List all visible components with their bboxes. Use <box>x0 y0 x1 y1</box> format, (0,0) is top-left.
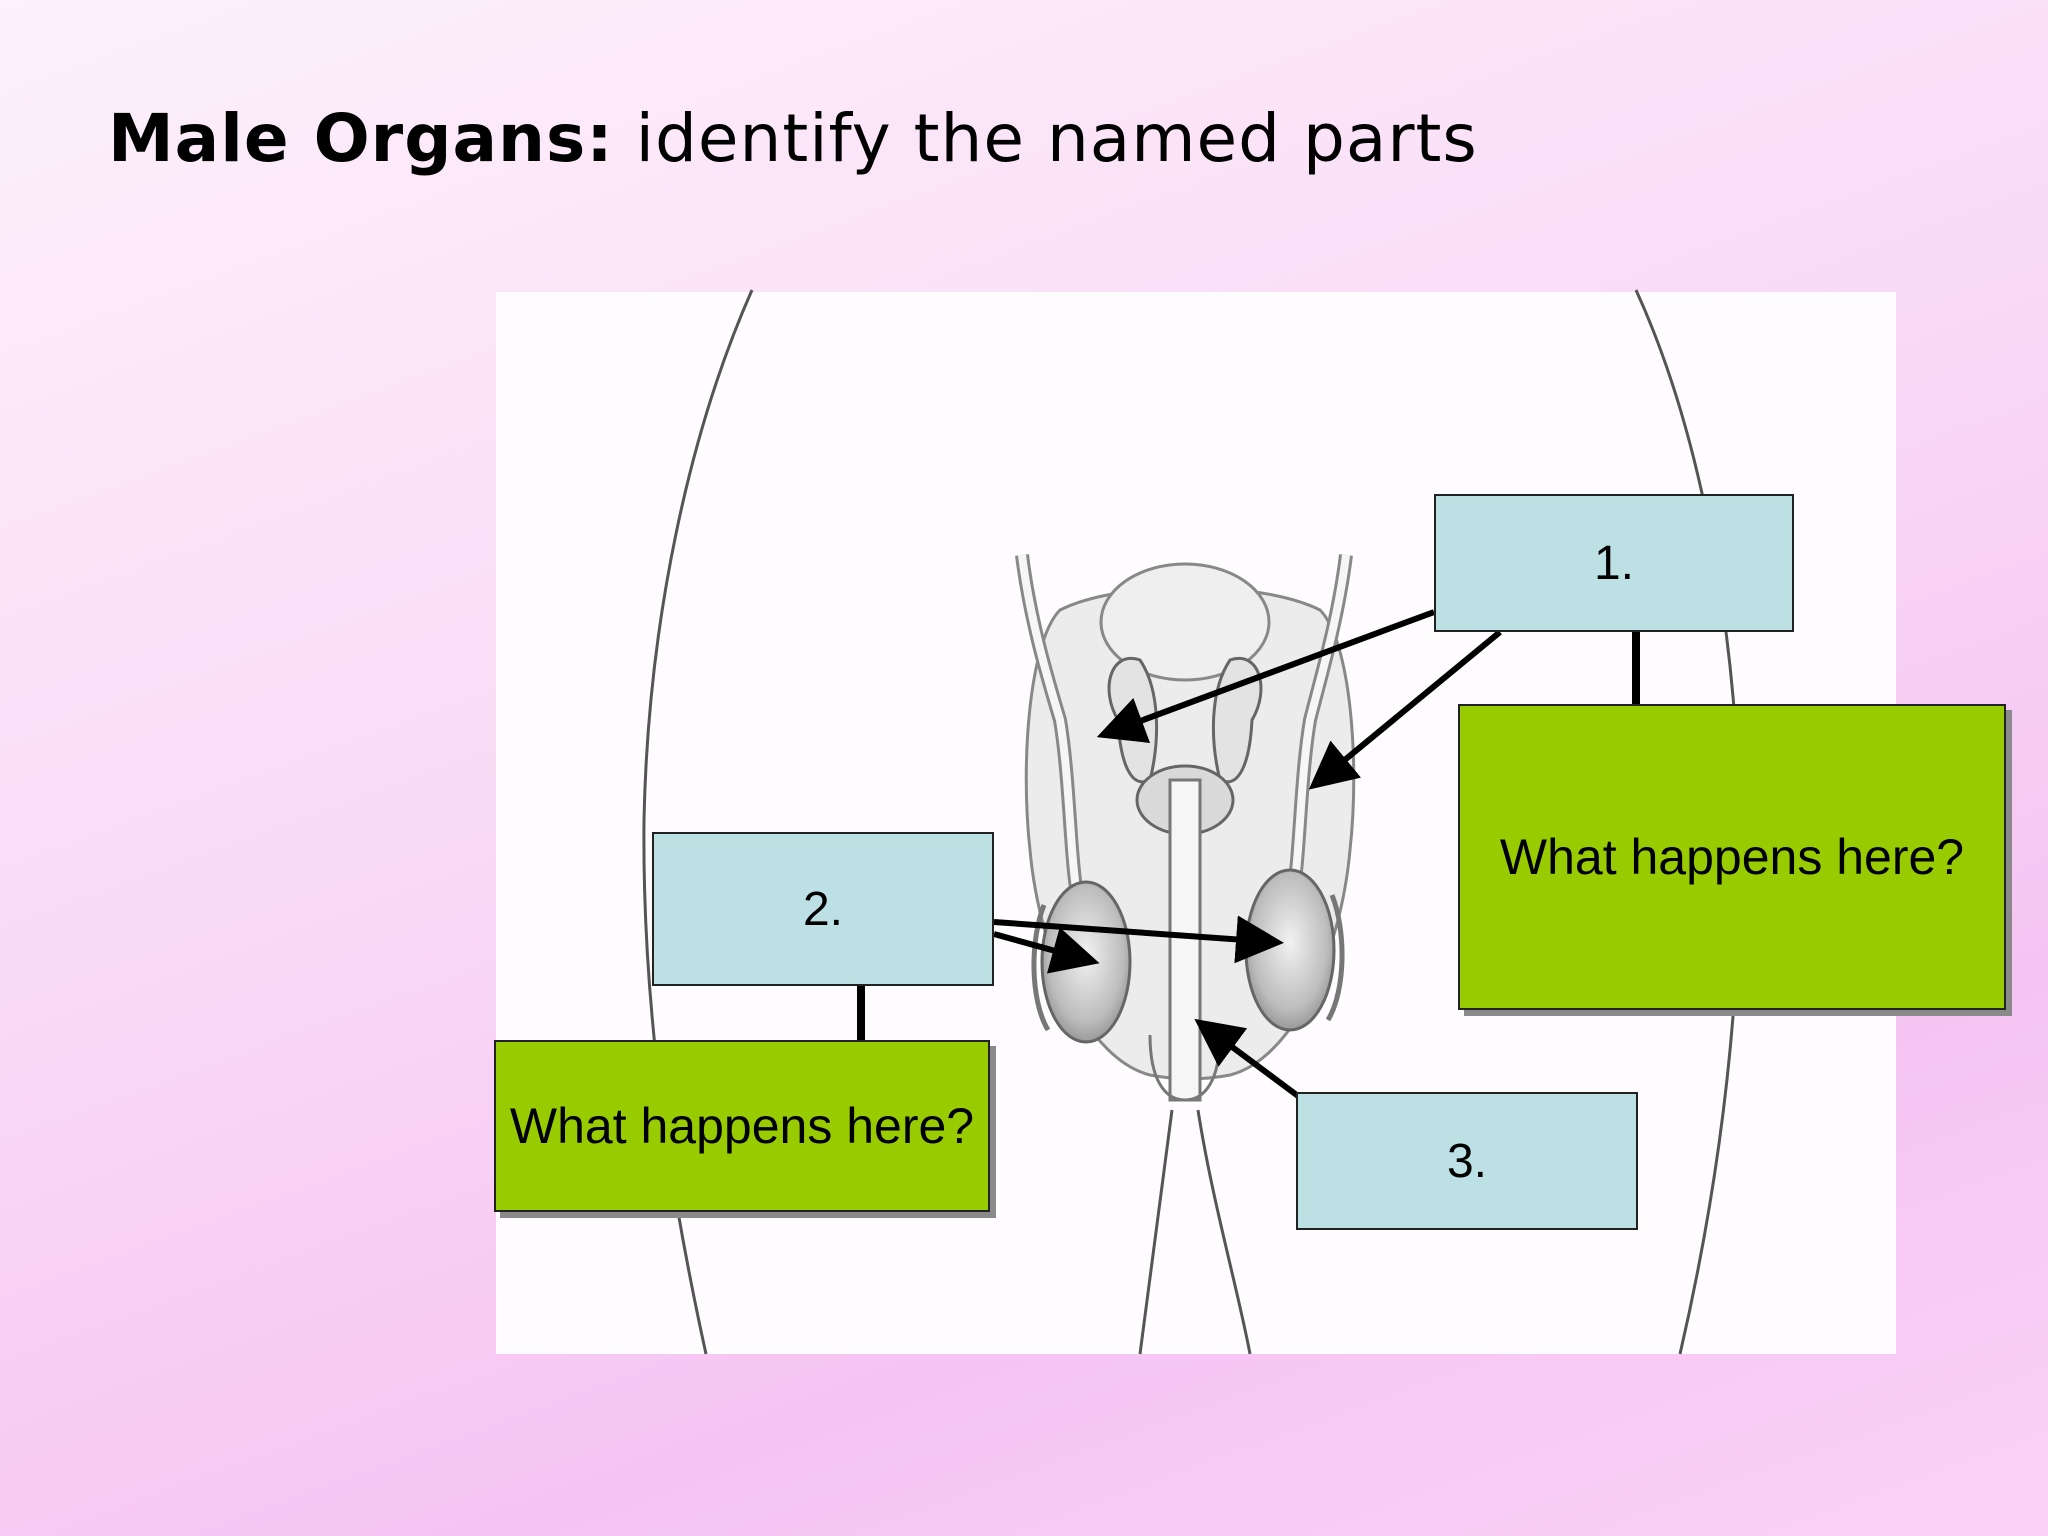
question-right-text: What happens here? <box>1499 829 1965 885</box>
arrows <box>993 609 1502 1099</box>
label-box-1-text: 1. <box>1593 536 1635 590</box>
title-strong: Male Organs: <box>108 100 614 177</box>
label-box-2-text: 2. <box>802 882 844 936</box>
label-box-2: 2. <box>652 832 994 986</box>
title-rest: identify the named parts <box>635 100 1478 177</box>
organs-illustration <box>1015 554 1356 1102</box>
arrow-box1-duct <box>1308 629 1502 790</box>
arrow-box2-right-testis <box>993 915 1284 964</box>
label-box-1: 1. <box>1434 494 1794 632</box>
question-left-text: What happens here? <box>509 1098 975 1154</box>
arrow-box2-left-testis <box>993 927 1100 974</box>
connector-box2-question <box>857 986 865 1040</box>
page-title: Male Organs: identify the named parts <box>108 100 1478 177</box>
arrow-box3-penis <box>1194 1018 1300 1099</box>
label-box-3: 3. <box>1296 1092 1638 1230</box>
connector-box1-question <box>1632 632 1640 706</box>
question-box-left: What happens here? <box>494 1040 990 1212</box>
arrow-box1-vesicle <box>1096 609 1436 743</box>
question-box-right: What happens here? <box>1458 704 2006 1010</box>
label-box-3-text: 3. <box>1446 1134 1488 1188</box>
